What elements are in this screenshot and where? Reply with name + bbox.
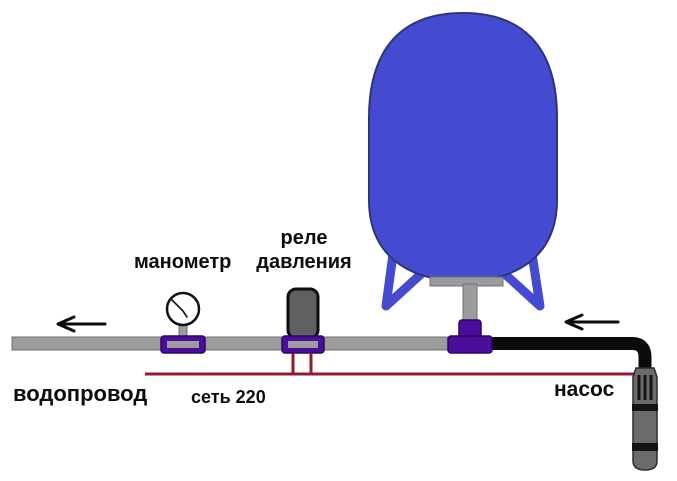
gauge-needle-icon xyxy=(170,298,188,318)
relay-body xyxy=(286,287,320,340)
label-gauge: манометр xyxy=(134,251,232,273)
gauge-dial-icon xyxy=(165,291,201,327)
pump-pipe xyxy=(488,337,652,372)
tank-leg-left-icon xyxy=(381,242,437,311)
tee-fitting xyxy=(447,319,493,354)
power-wires xyxy=(145,353,634,376)
flow-arrow-right-icon xyxy=(564,313,620,331)
pressure-gauge xyxy=(160,291,206,354)
relay-fitting-inner xyxy=(288,341,318,348)
pressure-relay xyxy=(281,287,325,354)
tank-leg-right-icon xyxy=(489,242,545,311)
pump-grill-icon xyxy=(637,375,653,400)
tank-riser-pipe xyxy=(462,283,478,325)
main-water-pipe xyxy=(11,336,463,351)
pump xyxy=(632,367,658,471)
label-power-network: сеть 220 xyxy=(191,387,266,407)
flow-arrow-left-icon xyxy=(56,315,107,333)
label-pump: насос xyxy=(554,378,615,401)
pressure-tank xyxy=(368,11,558,283)
label-relay: реле давления xyxy=(249,226,359,274)
label-relay-line2: давления xyxy=(256,251,352,273)
pump-band-bottom xyxy=(632,443,658,451)
pump-band-top xyxy=(632,404,658,411)
tee-fitting-body xyxy=(447,335,493,354)
gauge-fitting-inner xyxy=(167,341,199,348)
label-water-supply: водопровод xyxy=(13,381,148,406)
label-relay-line1: реле xyxy=(280,227,328,249)
